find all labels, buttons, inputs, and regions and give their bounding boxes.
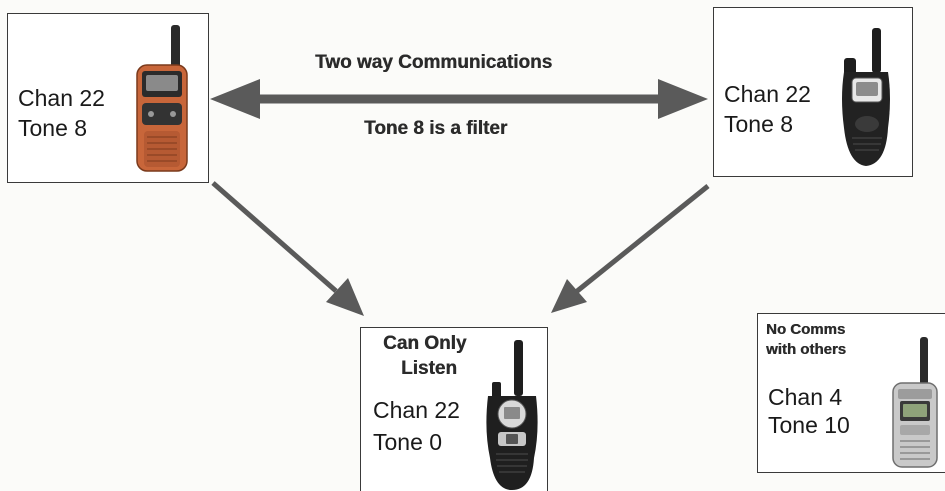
tone-label: Tone 10 [768, 412, 850, 438]
heading-line-2: Listen [401, 358, 457, 379]
channel-label: Chan 22 [373, 397, 460, 423]
channel-label: Chan 4 [768, 384, 843, 410]
heading-line-1: Can Only [383, 333, 467, 354]
two-way-communications-label: Two way Communications [315, 52, 553, 73]
arrow-left-to-listener [211, 181, 364, 316]
radio-box-listener: Can Only Listen Chan 22 Tone 0 [360, 327, 548, 491]
tone-filter-label: Tone 8 is a filter [364, 118, 508, 139]
heading-line-1: No Comms [766, 321, 846, 338]
arrow-right-to-listener [551, 184, 710, 313]
tone-label: Tone 8 [724, 111, 794, 137]
radio-box-top-right: Chan 22 Tone 8 [713, 7, 913, 177]
radio-box-no-comms: No Comms with others Chan 4 Tone 10 [757, 313, 945, 473]
tone-label: Tone 0 [373, 429, 443, 455]
tone-label: Tone 8 [18, 115, 88, 141]
two-way-arrow [210, 79, 708, 119]
heading-line-2: with others [766, 341, 847, 358]
channel-label: Chan 22 [18, 85, 105, 111]
radio-box-top-left: Chan 22 Tone 8 [7, 13, 209, 183]
channel-label: Chan 22 [724, 81, 811, 107]
